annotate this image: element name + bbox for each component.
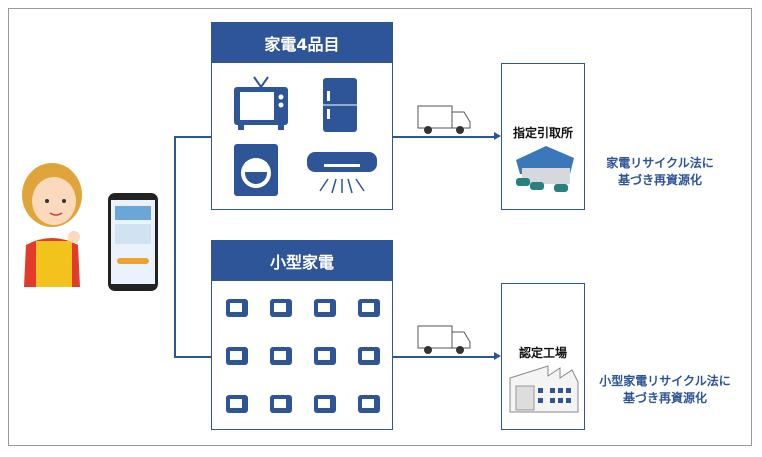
note-line: 基づき再資源化 xyxy=(617,173,702,187)
category-title: 家電4品目 xyxy=(212,23,392,63)
destination-certified-factory: 認定工場 xyxy=(501,283,585,430)
connector-to-category-1 xyxy=(174,136,211,138)
note-line: 小型家電リサイクル法に xyxy=(599,374,731,388)
arrowhead-icon xyxy=(494,132,501,140)
printer-icon xyxy=(314,299,336,317)
note-line: 家電リサイクル法に xyxy=(606,156,714,170)
truck-icon xyxy=(417,105,471,134)
washing-machine-icon xyxy=(234,144,278,196)
laptop-icon xyxy=(358,299,380,317)
category-title: 小型家電 xyxy=(212,241,392,281)
arrow-to-destination-1 xyxy=(392,136,496,138)
hair-dryer-icon xyxy=(314,347,336,365)
destination-label: 指定引取所 xyxy=(512,126,573,140)
hair-iron-icon xyxy=(314,395,336,413)
air-conditioner-icon xyxy=(307,152,377,194)
arrowhead-icon xyxy=(494,352,501,360)
refrigerator-icon xyxy=(323,78,357,132)
camera-icon xyxy=(226,347,248,365)
telephone-icon xyxy=(226,395,248,413)
iron-icon xyxy=(270,347,292,365)
warehouse-icon xyxy=(516,146,574,192)
tv-icon xyxy=(234,76,288,130)
connector-vertical xyxy=(174,136,176,357)
smartphone-icon xyxy=(108,193,158,291)
factory-icon xyxy=(509,365,579,413)
recycling-law-note-2: 小型家電リサイクル法に 基づき再資源化 xyxy=(590,373,740,407)
destination-designated-collection-site: 指定引取所 xyxy=(501,63,585,210)
music-player-icon xyxy=(270,395,292,413)
radio-icon xyxy=(358,347,380,365)
connector-to-category-2 xyxy=(174,356,211,358)
category-box-four-appliances: 家電4品目 xyxy=(211,22,393,210)
destination-label: 認定工場 xyxy=(518,346,567,360)
outer-frame xyxy=(8,8,752,446)
note-line: 基づき再資源化 xyxy=(622,391,707,405)
microwave-icon xyxy=(226,299,248,317)
arrow-to-destination-2 xyxy=(392,356,496,358)
recycling-law-note-1: 家電リサイクル法に 基づき再資源化 xyxy=(590,155,730,189)
shaver-icon xyxy=(358,395,380,413)
category-box-small-appliances: 小型家電 xyxy=(211,240,393,430)
truck-icon xyxy=(417,325,471,354)
woman-illustration xyxy=(22,163,82,287)
vacuum-icon xyxy=(270,299,292,317)
